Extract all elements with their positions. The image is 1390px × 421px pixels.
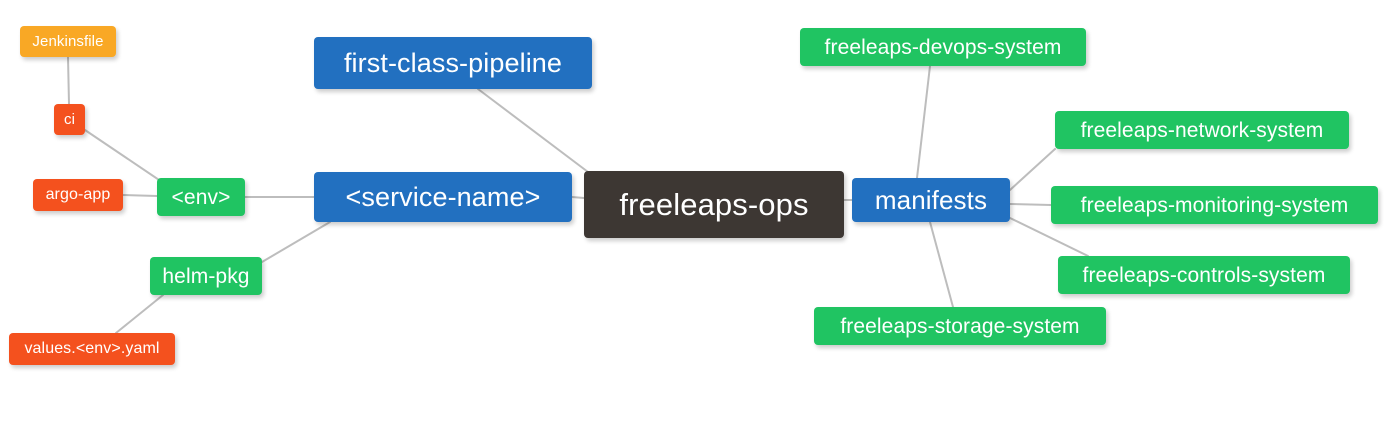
node-argo-app[interactable]: argo-app [33,179,123,211]
node-label-first-class-pipeline: first-class-pipeline [343,47,563,78]
node-ci[interactable]: ci [54,104,85,135]
node-manifests[interactable]: manifests [852,178,1010,222]
node-first-class-pipeline[interactable]: first-class-pipeline [314,37,592,89]
node-env[interactable]: <env> [157,178,245,216]
edge-service-name-to-helm-pkg [261,221,331,263]
edge-manifests-to-freeleaps-storage-system [929,221,954,308]
edge-env-to-ci [84,129,169,187]
edge-ci-to-jenkinsfile [67,56,70,105]
node-helm-pkg[interactable]: helm-pkg [150,257,262,295]
node-freeleaps-controls-system[interactable]: freeleaps-controls-system [1058,256,1350,294]
edge-freeleaps-ops-to-first-class-pipeline [477,88,593,176]
node-label-freeleaps-controls-system: freeleaps-controls-system [1082,263,1326,287]
edge-env-to-argo-app [122,194,158,197]
node-label-freeleaps-monitoring-system: freeleaps-monitoring-system [1080,193,1349,217]
node-label-freeleaps-network-system: freeleaps-network-system [1080,118,1324,142]
node-freeleaps-monitoring-system[interactable]: freeleaps-monitoring-system [1051,186,1378,224]
node-label-values-env-yaml: values.<env>.yaml [24,340,160,357]
edge-helm-pkg-to-values-env-yaml [115,294,164,334]
edge-manifests-to-freeleaps-network-system [1009,148,1056,191]
node-values-env-yaml[interactable]: values.<env>.yaml [9,333,175,365]
node-freeleaps-devops-system[interactable]: freeleaps-devops-system [800,28,1086,66]
node-jenkinsfile[interactable]: Jenkinsfile [20,26,116,57]
node-label-argo-app: argo-app [45,186,111,203]
edge-freeleaps-ops-to-service-name [571,196,585,199]
edge-manifests-to-freeleaps-devops-system [916,65,931,179]
node-service-name[interactable]: <service-name> [314,172,572,222]
node-label-manifests: manifests [874,185,988,215]
edge-manifests-to-freeleaps-monitoring-system [1009,203,1052,206]
node-label-ci: ci [63,111,76,128]
node-label-service-name: <service-name> [345,181,541,212]
node-freeleaps-ops[interactable]: freeleaps-ops [584,171,844,238]
node-label-freeleaps-devops-system: freeleaps-devops-system [824,35,1062,59]
node-label-env: <env> [171,185,231,209]
node-freeleaps-network-system[interactable]: freeleaps-network-system [1055,111,1349,149]
node-label-freeleaps-storage-system: freeleaps-storage-system [840,314,1080,338]
node-label-helm-pkg: helm-pkg [162,264,250,288]
node-label-jenkinsfile: Jenkinsfile [32,33,104,50]
node-label-freeleaps-ops: freeleaps-ops [619,187,809,222]
node-freeleaps-storage-system[interactable]: freeleaps-storage-system [814,307,1106,345]
